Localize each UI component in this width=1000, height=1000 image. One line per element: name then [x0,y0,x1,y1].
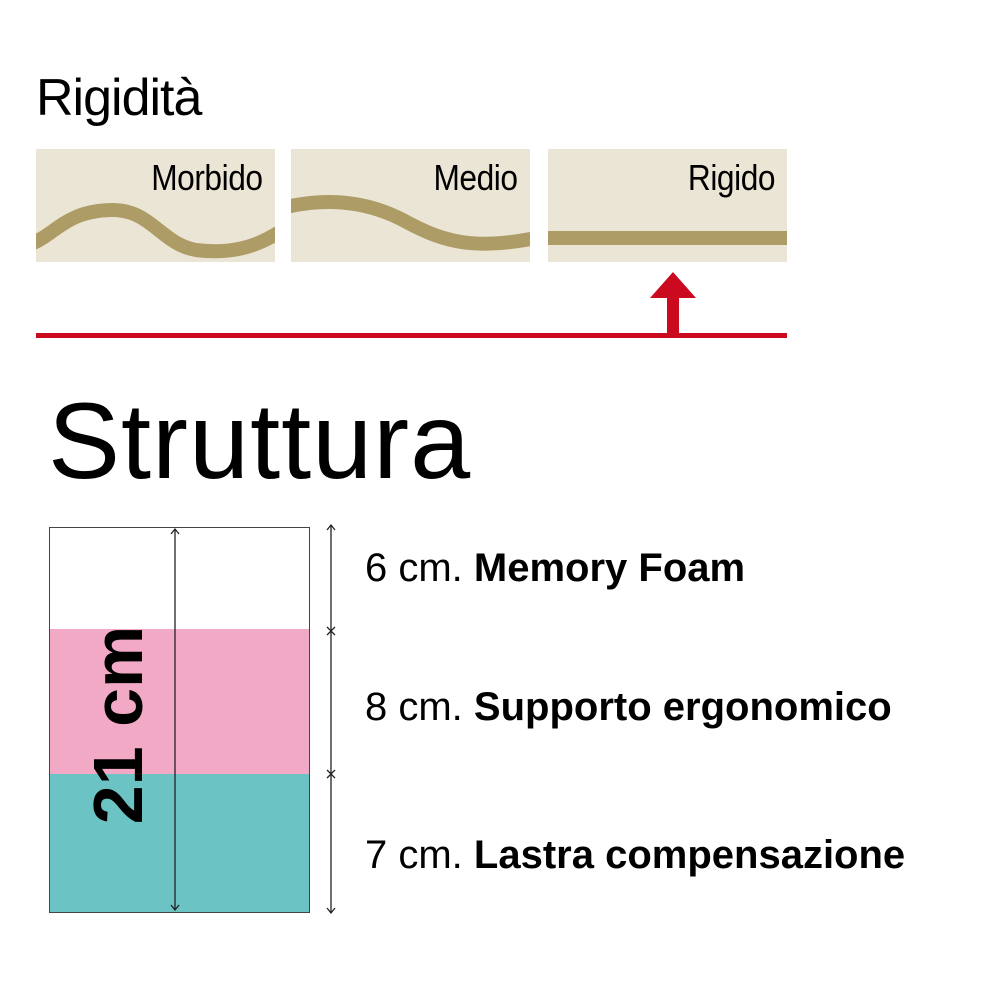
layer-thickness: 8 cm. [365,685,463,729]
layer-name: Supporto ergonomico [473,685,892,729]
layer-label-3: 7 cm. Lastra compensazione [365,833,905,878]
level-label: Rigido [687,157,776,198]
layer-label-2: 8 cm. Supporto ergonomico [365,685,892,730]
mattress-outline [49,527,310,913]
structure-title: Struttura [48,380,472,501]
rigidity-panel-soft: Morbido [36,149,275,262]
layer-memory-foam [49,527,310,629]
level-label: Morbido [151,157,264,198]
soft-wave-icon [36,202,275,259]
layer-label-1: 6 cm. Memory Foam [365,546,745,591]
medium-wave-icon [291,195,530,251]
layer-thickness: 7 cm. [365,833,463,877]
layer-lastra-compensazione [49,774,310,913]
level-label: Medio [433,157,519,198]
rigidity-panel-rigid: Rigido [548,149,787,262]
selected-level-arrow-icon [650,272,696,336]
rigidity-scale-line [36,333,787,338]
layer-thickness: 6 cm. [365,546,463,590]
rigidity-title: Rigidità [36,69,202,127]
layer-name: Memory Foam [473,546,746,590]
total-thickness-label: 21 cm [79,625,157,825]
rigidity-panel-medium: Medio [291,149,530,262]
layer-name: Lastra compensazione [473,833,906,877]
layer-supporto-ergonomico [49,629,310,774]
flat-line-icon [548,231,787,245]
